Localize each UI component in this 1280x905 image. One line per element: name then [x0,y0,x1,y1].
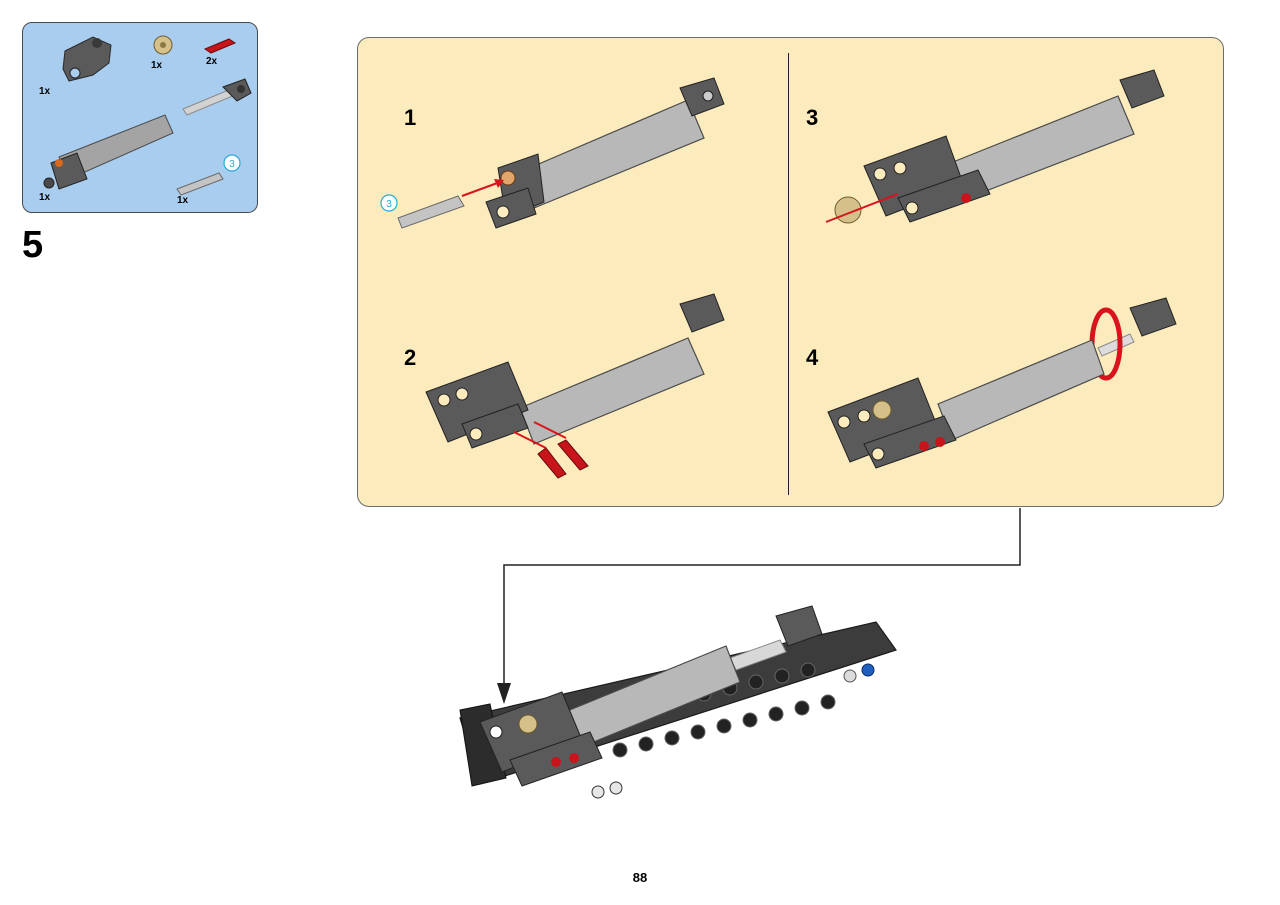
axle-part [176,172,224,196]
gear-qty: 1x [151,60,163,71]
substep-1-axle-length: 3 [386,199,392,210]
steering-link-part [62,36,112,82]
substep-1-illustration: 3 [380,77,725,229]
actuator-qty: 1x [39,192,51,203]
substep-1-number: 1 [404,105,417,130]
steering-link-qty: 1x [39,86,51,97]
substep-1-callout [380,194,398,212]
substep-2-illustration [425,293,725,479]
substep-illustrations: 3 [380,69,1177,479]
substep-4-number: 4 [806,345,819,370]
parts-list-art: 3 [43,35,252,196]
sub-assembly-panel: 1 2 3 4 3 [357,37,1224,507]
actuator-part [43,78,252,190]
page-number: 88 [632,870,648,885]
substep-4-illustration [827,297,1177,469]
substep-3-illustration [825,69,1165,224]
axle-length-callout: 3 [223,154,241,172]
step-number: 5 [22,224,44,266]
axle-length-label: 3 [229,159,235,170]
substep-2-number: 2 [404,345,417,370]
connector-arrow-head [497,683,511,704]
main-assembly-illustration [459,605,897,799]
substep-3-number: 3 [806,105,819,130]
red-pin-qty: 2x [206,56,218,67]
red-pin-part [203,38,237,54]
axle-qty: 1x [177,195,189,206]
gear-part [153,35,173,55]
parts-list: 3 1x 1x 2x 1x 1x [22,22,258,213]
sub-panel-divider [788,53,789,495]
